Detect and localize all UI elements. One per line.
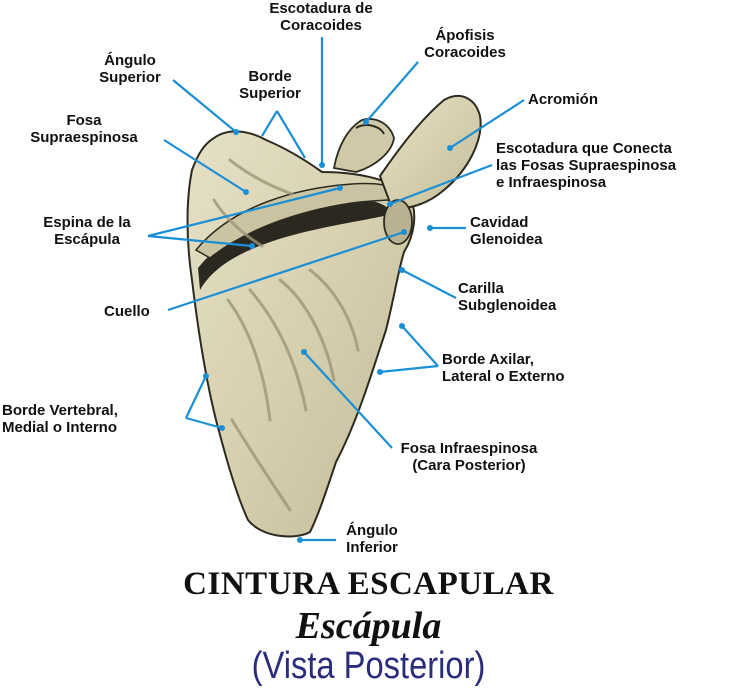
leader-dots — [203, 119, 453, 543]
acromion-process — [378, 95, 482, 210]
label-borde-axilar: Borde Axilar,Lateral o Externo — [442, 351, 565, 385]
label-acromion: Acromión — [528, 91, 599, 108]
diagram-view-caption: (Vista Posterior) — [251, 645, 486, 687]
label-borde-vertebral: Borde Vertebral,Medial o Interno — [2, 402, 118, 436]
coracoid-process — [332, 118, 395, 173]
diagram-subtitle: Escápula — [295, 605, 442, 647]
leader-lines — [147, 37, 525, 542]
spine-shadow — [198, 199, 392, 290]
diagram-title: CINTURA ESCAPULAR — [183, 566, 554, 602]
label-cuello: Cuello — [104, 303, 150, 320]
bone-texture — [212, 158, 360, 512]
label-fosa-infraespinosa: Fosa Infraespinosa(Cara Posterior) — [400, 440, 538, 474]
